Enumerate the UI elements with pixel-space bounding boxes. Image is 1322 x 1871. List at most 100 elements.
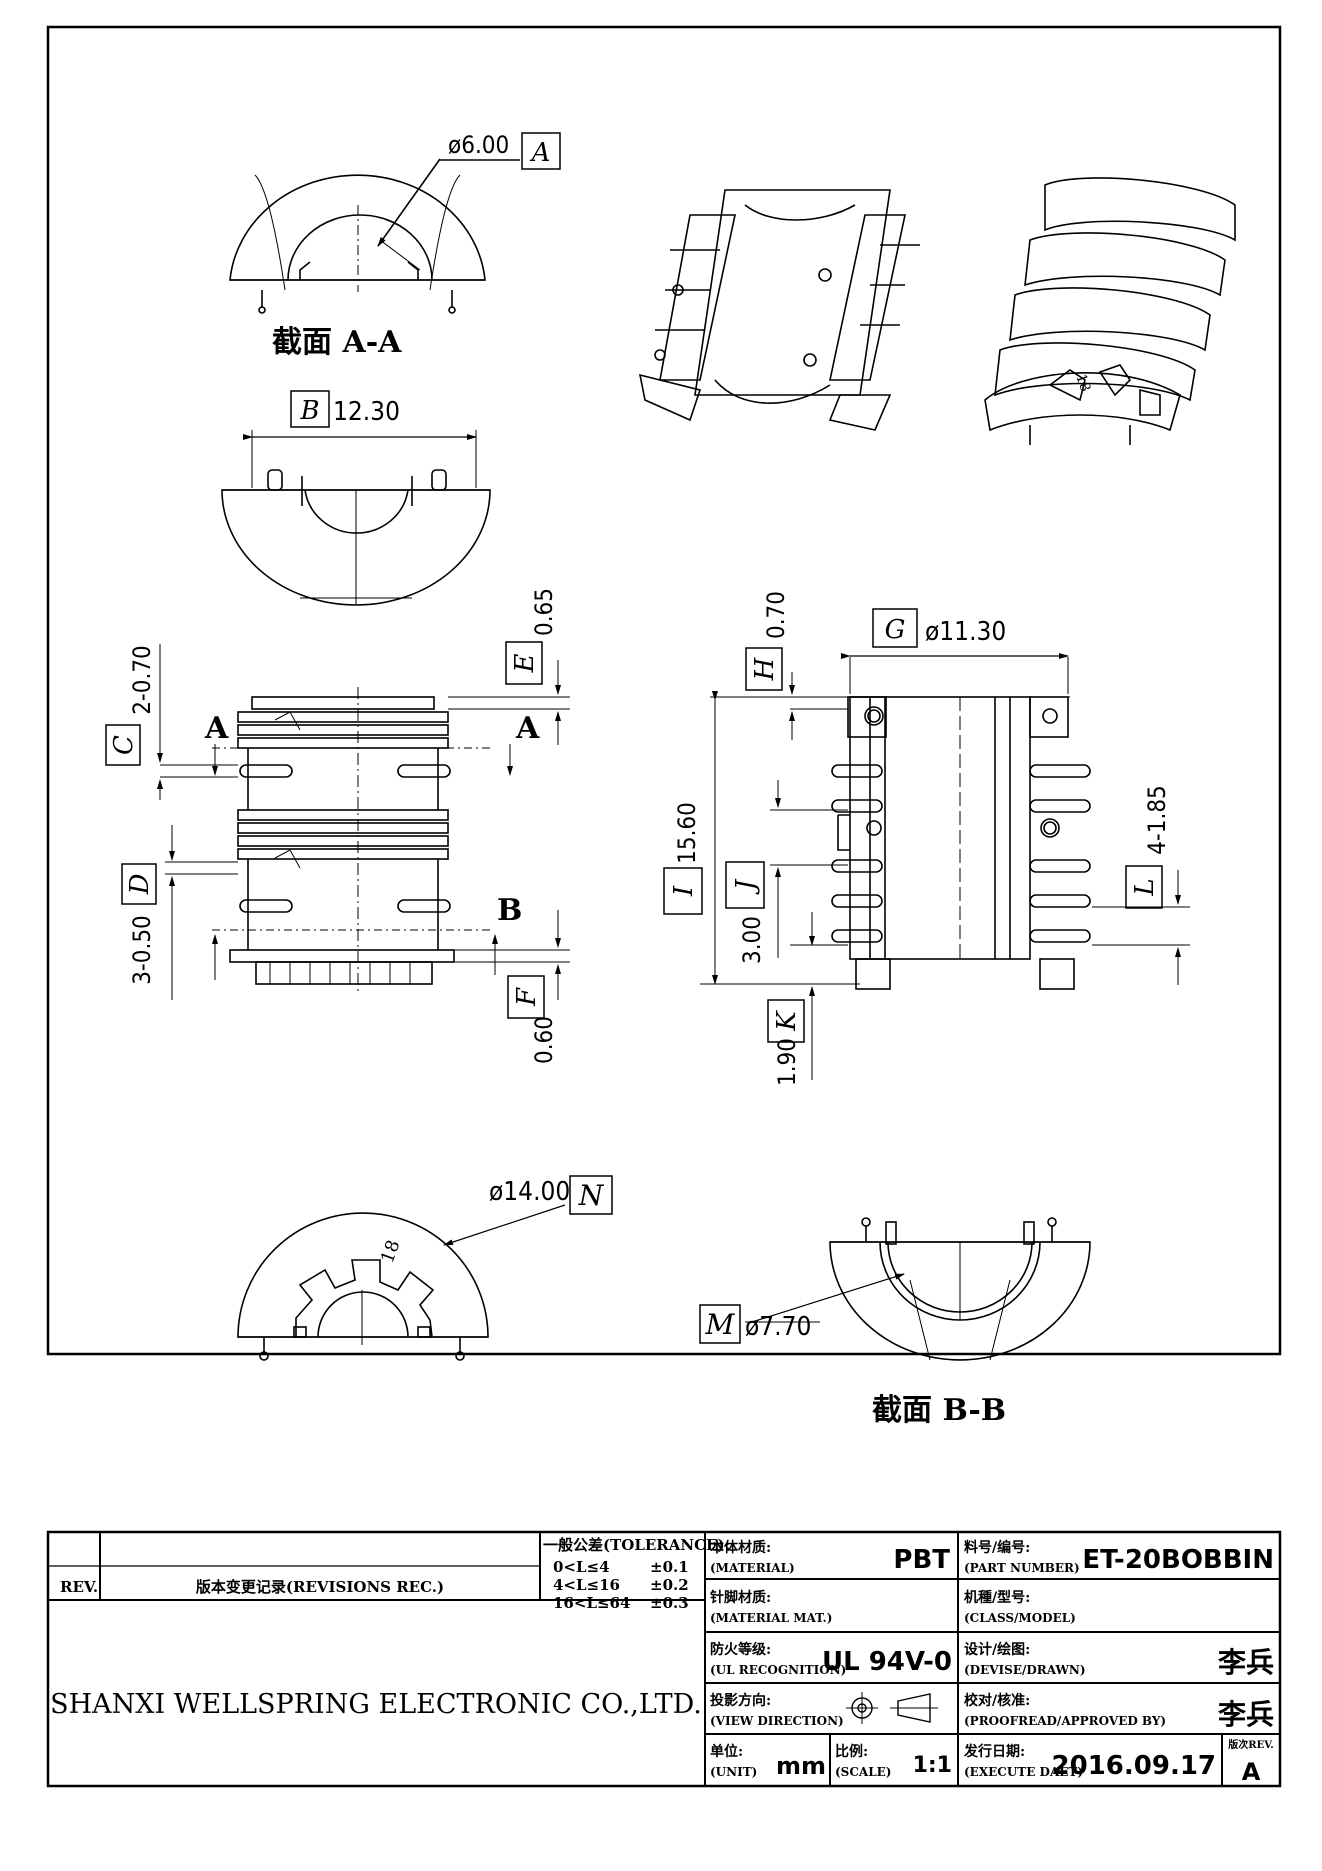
section-bb-diameter: ø7.70 [745,1312,811,1342]
approver-value: 李兵 [1218,1698,1274,1731]
dim-e-value: 0.65 [530,588,558,636]
section-bb-view [745,1217,1091,1361]
designer-value: 李兵 [1218,1646,1274,1679]
top-view-ref: B [299,396,319,426]
dim-e-label: E [510,653,540,673]
top-view [221,430,491,606]
dim-d-value: 3-0.50 [128,915,156,985]
isometric-view-2 [984,177,1236,445]
dim-j-value: 3.00 [738,916,766,964]
dim-l: L 4-1.85 [1125,785,1171,909]
tolerance-value-3: ±0.3 [650,1594,689,1612]
dim-h-value: 0.70 [762,591,790,639]
unit-cn: 单位: [710,1743,743,1760]
rev-version-label: 版次REV. [1228,1738,1273,1751]
bottom-view-marking: 18 [377,1237,405,1266]
dim-i-label: I [669,885,699,897]
side-view [157,644,570,1000]
view-direction-cn: 投影方向: [710,1692,771,1709]
unit-value: mm [776,1752,826,1780]
dim-k-value: 1.90 [773,1038,801,1086]
section-mark-a-right: A [515,711,540,746]
designer-en: (DEVISE/DRAWN) [964,1663,1086,1677]
tolerance-value-2: ±0.2 [650,1576,689,1594]
section-bb-title: 截面 B-B [872,1393,1006,1428]
section-aa-title: 截面 A-A [272,325,402,360]
class-model-en: (CLASS/MODEL) [964,1611,1076,1625]
dim-c-label: C [109,735,139,755]
material-en: (MATERIAL) [710,1561,795,1575]
dim-j: J 3.00 [725,861,766,964]
date-cn: 发行日期: [963,1743,1025,1760]
dim-d: D 3-0.50 [121,863,157,985]
bottom-view-ref-box [569,1175,613,1215]
ul-en: (UL RECOGNITION) [710,1663,846,1677]
bottom-view [237,1204,566,1361]
class-model-cn: 机種/型号: [964,1589,1030,1606]
scale-en: (SCALE) [835,1765,891,1779]
section-aa-ref-box [521,132,561,170]
dim-d-label: D [125,873,155,895]
approver-en: (PROOFREAD/APPROVED BY) [964,1714,1166,1728]
tolerance-value-1: ±0.1 [650,1558,689,1576]
tolerance-range-2: 4<L≤16 [553,1576,620,1594]
dim-l-label: L [1130,878,1160,896]
iso-marking: 18 [1072,372,1093,394]
projection-symbol-icon [846,1692,938,1724]
date-value: 2016.09.17 [1052,1751,1216,1781]
bottom-view-ref: N [578,1179,605,1212]
dim-g: G ø11.30 [872,608,1006,648]
dim-c: C 2-0.70 [105,645,156,766]
tolerance-range-3: 16<L≤64 [553,1594,630,1612]
part-number-value: ET-20BOBBIN [1082,1545,1274,1575]
top-view-width: 12.30 [333,397,400,427]
tolerance-range-1: 0<L≤4 [553,1558,610,1576]
section-mark-b: B [497,893,522,928]
scale-value: 1:1 [913,1753,952,1778]
tolerance-header: 一般公差(TOLERANCE): [543,1536,730,1554]
revisions-label: 版本变更记录(REVISIONS REC.) [196,1578,444,1596]
part-number-cn: 料号/编号: [964,1539,1030,1556]
material-value: PBT [893,1545,950,1575]
pin-material-cn: 针脚材质: [709,1589,771,1606]
date-en: (EXECUTE DAET) [964,1765,1083,1779]
unit-en: (UNIT) [710,1765,757,1779]
section-aa-view [229,158,520,314]
dim-i-value: 15.60 [673,802,701,864]
dim-j-label: J [731,878,761,895]
isometric-view-1 [638,189,920,431]
section-aa-ref: A [530,138,551,168]
material-cn: 本体材质: [710,1539,771,1556]
scale-cn: 比例: [835,1743,868,1760]
dim-f: F 0.60 [507,975,558,1064]
dim-k: K 1.90 [767,999,805,1086]
view-direction-en: (VIEW DIRECTION) [710,1714,844,1728]
ul-cn: 防火等级: [710,1641,771,1658]
dim-h-label: H [750,656,780,681]
section-mark-a-left: A [204,711,229,746]
section-bb-ref: M [705,1308,736,1341]
front-view [700,653,1190,1080]
part-number-en: (PART NUMBER) [964,1561,1080,1575]
dim-l-value: 4-1.85 [1143,785,1171,855]
section-aa-diameter: ø6.00 [448,131,509,159]
section-bb-ref-box [699,1304,741,1344]
rev-label: REV. [60,1578,98,1596]
title-block-grid [46,1530,1282,1788]
dim-g-label: G [885,615,906,645]
pin-material-en: (MATERIAL MAT.) [710,1611,832,1625]
dim-f-value: 0.60 [530,1016,558,1064]
dim-f-label: F [512,987,542,1007]
tolerance-table: 一般公差(TOLERANCE): 0<L≤4 ±0.1 4<L≤16 ±0.2 … [543,1536,730,1612]
drawing-border [46,25,1282,1356]
dim-i: I 15.60 [663,802,703,915]
bottom-view-diameter: ø14.00 [489,1177,570,1207]
dim-h: H 0.70 [745,591,790,691]
approver-cn: 校对/核准: [964,1692,1030,1709]
top-view-ref-box [290,390,330,428]
dim-e: E 0.65 [505,588,558,685]
dim-g-value: ø11.30 [925,617,1006,647]
dim-k-label: K [772,1010,802,1032]
designer-cn: 设计/绘图: [964,1641,1030,1658]
